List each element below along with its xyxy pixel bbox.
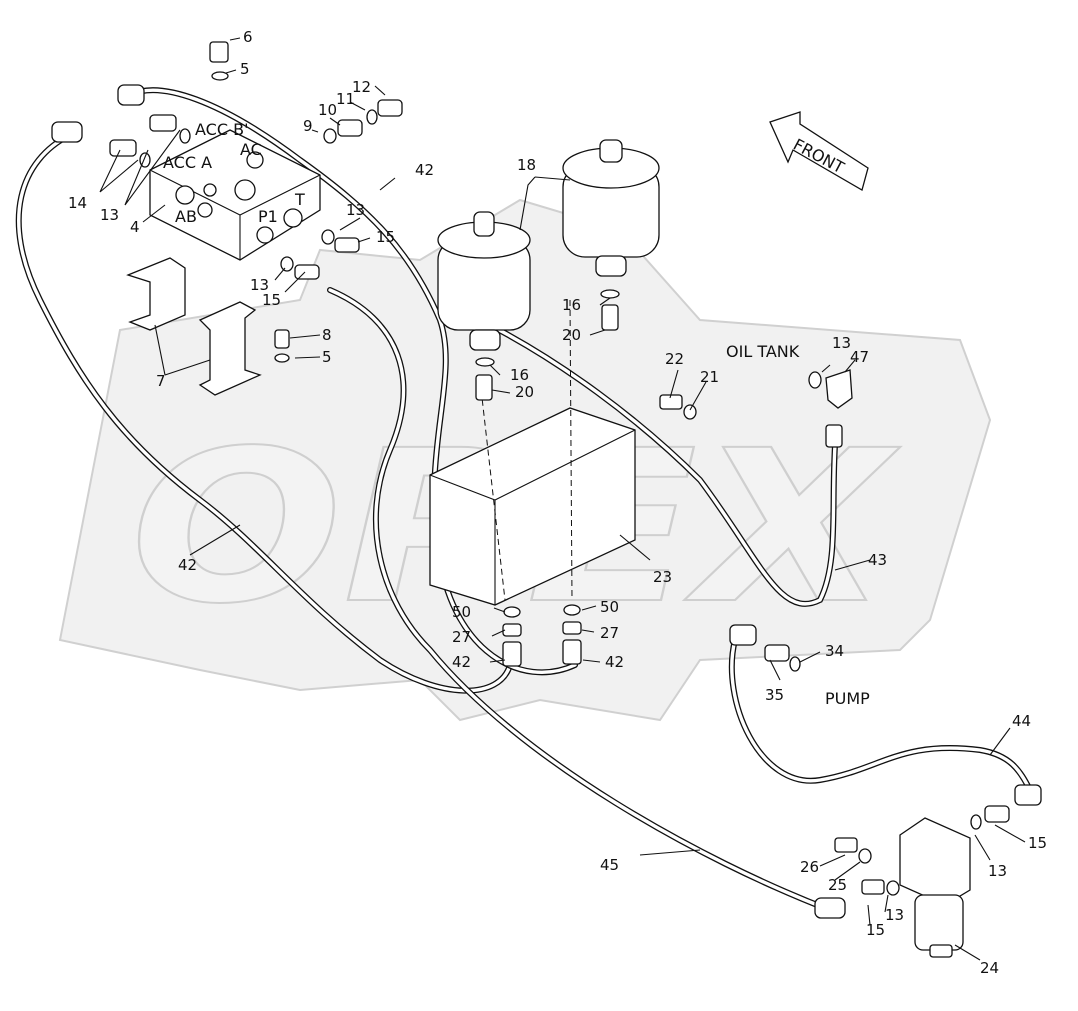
port-label-p1: P1 xyxy=(258,207,278,226)
callout-13: 13 xyxy=(885,906,904,924)
callout-15: 15 xyxy=(376,228,395,246)
bracket-7-lower xyxy=(198,301,262,396)
callout-13: 13 xyxy=(100,206,119,224)
port-label-ac: AC xyxy=(240,140,262,159)
callout-26: 26 xyxy=(800,858,819,876)
callout-5: 5 xyxy=(240,60,250,78)
valve-block xyxy=(149,129,321,261)
pump-label: PUMP xyxy=(825,689,870,708)
callout-42: 42 xyxy=(452,653,471,671)
filter-24 xyxy=(899,817,971,958)
callout-5: 5 xyxy=(322,348,332,366)
oil-tank-label: OIL TANK xyxy=(726,342,800,361)
callout-35: 35 xyxy=(765,686,784,704)
callout-6: 6 xyxy=(243,28,253,46)
callout-16: 16 xyxy=(510,366,529,384)
callout-47: 47 xyxy=(850,348,869,366)
callout-27: 27 xyxy=(600,624,619,642)
callout-18: 18 xyxy=(517,156,536,174)
callout-11: 11 xyxy=(336,90,355,108)
callout-13: 13 xyxy=(346,201,365,219)
hose-44 xyxy=(728,637,1033,793)
callout-10: 10 xyxy=(318,101,337,119)
hose-42-left xyxy=(15,132,513,694)
callout-45: 45 xyxy=(600,856,619,874)
callout-14: 14 xyxy=(68,194,87,212)
callout-27: 27 xyxy=(452,628,471,646)
callout-4: 4 xyxy=(130,218,140,236)
port-label-t: T xyxy=(294,190,305,209)
callout-34: 34 xyxy=(825,642,844,660)
callout-44: 44 xyxy=(1012,712,1031,730)
tank-23 xyxy=(429,299,636,606)
filter-18-right xyxy=(562,139,660,277)
callout-16: 16 xyxy=(562,296,581,314)
port-labels: ACC B' ACC A AC AB P1 T OIL TANK PUMP xyxy=(163,120,870,708)
callouts: 6 5 12 11 10 9 42 18 14 13 4 13 15 13 15… xyxy=(68,28,1047,977)
callout-24: 24 xyxy=(980,959,999,977)
callout-50: 50 xyxy=(452,603,471,621)
callout-21: 21 xyxy=(700,368,719,386)
callout-15: 15 xyxy=(866,921,885,939)
callout-23: 23 xyxy=(653,568,672,586)
callout-20: 20 xyxy=(562,326,581,344)
callout-8: 8 xyxy=(322,326,332,344)
callout-50: 50 xyxy=(600,598,619,616)
port-label-ab: AB xyxy=(175,207,197,226)
port-label-acc-b: ACC B' xyxy=(195,120,248,139)
filter-18-left xyxy=(437,211,531,351)
callout-42: 42 xyxy=(415,161,434,179)
leader-lines xyxy=(99,37,1026,961)
bracket-7-upper xyxy=(126,257,186,331)
callout-15: 15 xyxy=(262,291,281,309)
callout-9: 9 xyxy=(303,117,313,135)
callout-25: 25 xyxy=(828,876,847,894)
callout-42: 42 xyxy=(178,556,197,574)
callout-20: 20 xyxy=(515,383,534,401)
callout-13: 13 xyxy=(250,276,269,294)
callout-43: 43 xyxy=(868,551,887,569)
hose-from-p1 xyxy=(327,287,833,913)
callout-42: 42 xyxy=(605,653,624,671)
callout-15: 15 xyxy=(1028,834,1047,852)
callout-13: 13 xyxy=(988,862,1007,880)
callout-7: 7 xyxy=(156,372,166,390)
hose-43 xyxy=(477,317,839,607)
callout-12: 12 xyxy=(352,78,371,96)
callout-22: 22 xyxy=(665,350,684,368)
fittings xyxy=(51,41,1042,919)
callout-13: 13 xyxy=(832,334,851,352)
front-arrow: FRONT xyxy=(769,111,869,191)
port-label-acc-a: ACC A xyxy=(163,153,212,172)
